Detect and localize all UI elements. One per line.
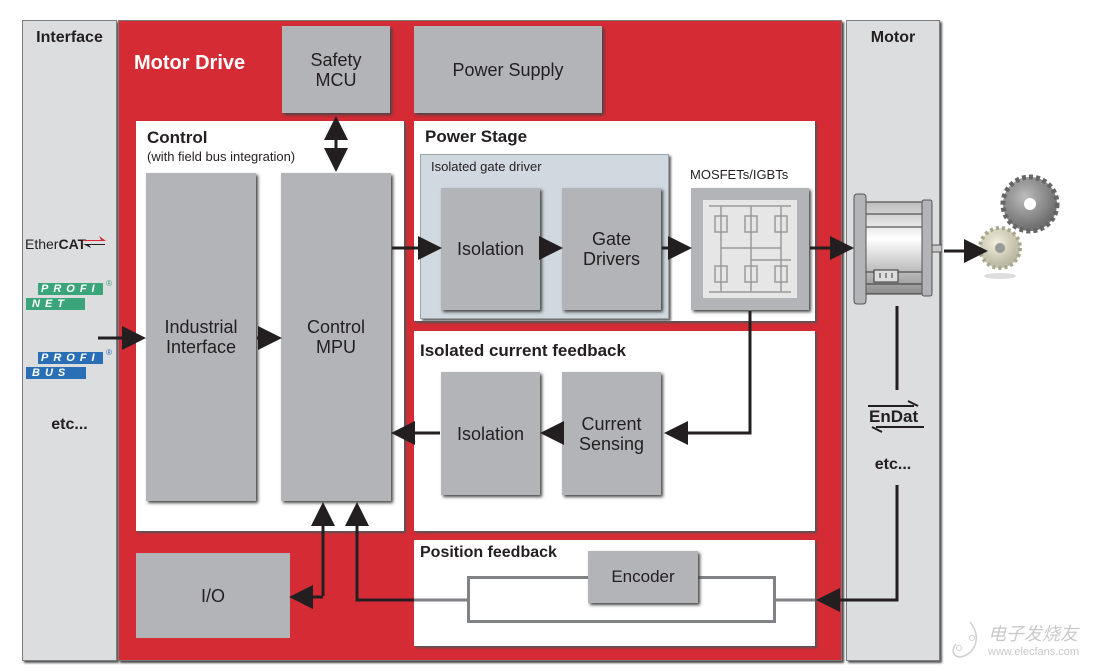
industrial-interface-block: Industrial Interface [146,173,256,501]
ethercat-bold: CAT [58,236,87,252]
motor-panel: Motor [846,20,940,661]
interface-panel: Interface [22,20,117,661]
endat-text: EnDat [869,407,919,426]
position-feedback-title: Position feedback [420,544,557,561]
gate-isolation-block: Isolation [441,188,540,310]
motor-etc: etc... [874,456,912,473]
endat-arrows-icon [868,400,924,433]
motor-icon [852,192,943,306]
profinet-line2: NET [26,298,85,310]
watermark-cn: 电子发烧友 [988,624,1078,644]
motor-encoder-arrow [816,485,899,612]
profinet-line1: PROFI [38,283,103,295]
interface-etc: etc... [51,416,88,433]
current-sensing-block: Current Sensing [562,372,661,495]
ethercat-logo: EtherCAT [25,236,110,254]
gate-driver-group-label: Isolated gate driver [431,159,542,174]
profibus-line2: BUS [26,367,87,379]
mosfets-label: MOSFETs/IGBTs [690,167,789,182]
current-isolation-block: Isolation [441,372,540,495]
ethercat-prefix: Ether [25,236,59,252]
control-mpu-block: Control MPU [281,173,391,501]
current-feedback-title: Isolated current feedback [420,341,626,360]
profibus-line1: PROFI [38,352,103,364]
watermark-logo-icon [952,621,977,658]
power-supply-block: Power Supply [414,26,602,113]
registered-mark: ® [106,348,112,357]
gate-drivers-block: Gate Drivers [562,188,661,310]
watermark-url: www.elecfans.com [988,646,1080,658]
mosfet-to-sensing-arrow [664,311,752,445]
power-stage-title: Power Stage [425,127,528,146]
control-subtitle: (with field bus integration) [147,149,296,164]
inverter-bridge-icon [703,200,797,298]
profibus-logo: PROFI BUS ® [26,348,112,388]
ethercat-arrows-icon [83,236,106,248]
safety-mcu-block: Safety MCU [282,26,390,113]
watermark: 电子发烧友 www.elecfans.com [950,618,1090,666]
motor-drive-title: Motor Drive [134,52,246,74]
registered-mark: ® [106,279,112,288]
encoder-block: Encoder [588,551,698,603]
gears-icon [978,174,1060,279]
position-to-mpu-arrow [345,502,414,602]
interface-title: Interface [36,29,103,46]
endat-logo: EnDat [866,397,926,437]
motor-title: Motor [870,29,916,46]
mosfet-bridge-block [691,188,809,310]
io-block: I/O [136,553,290,638]
control-title: Control [147,128,208,147]
profinet-logo: PROFI NET ® [26,279,112,319]
